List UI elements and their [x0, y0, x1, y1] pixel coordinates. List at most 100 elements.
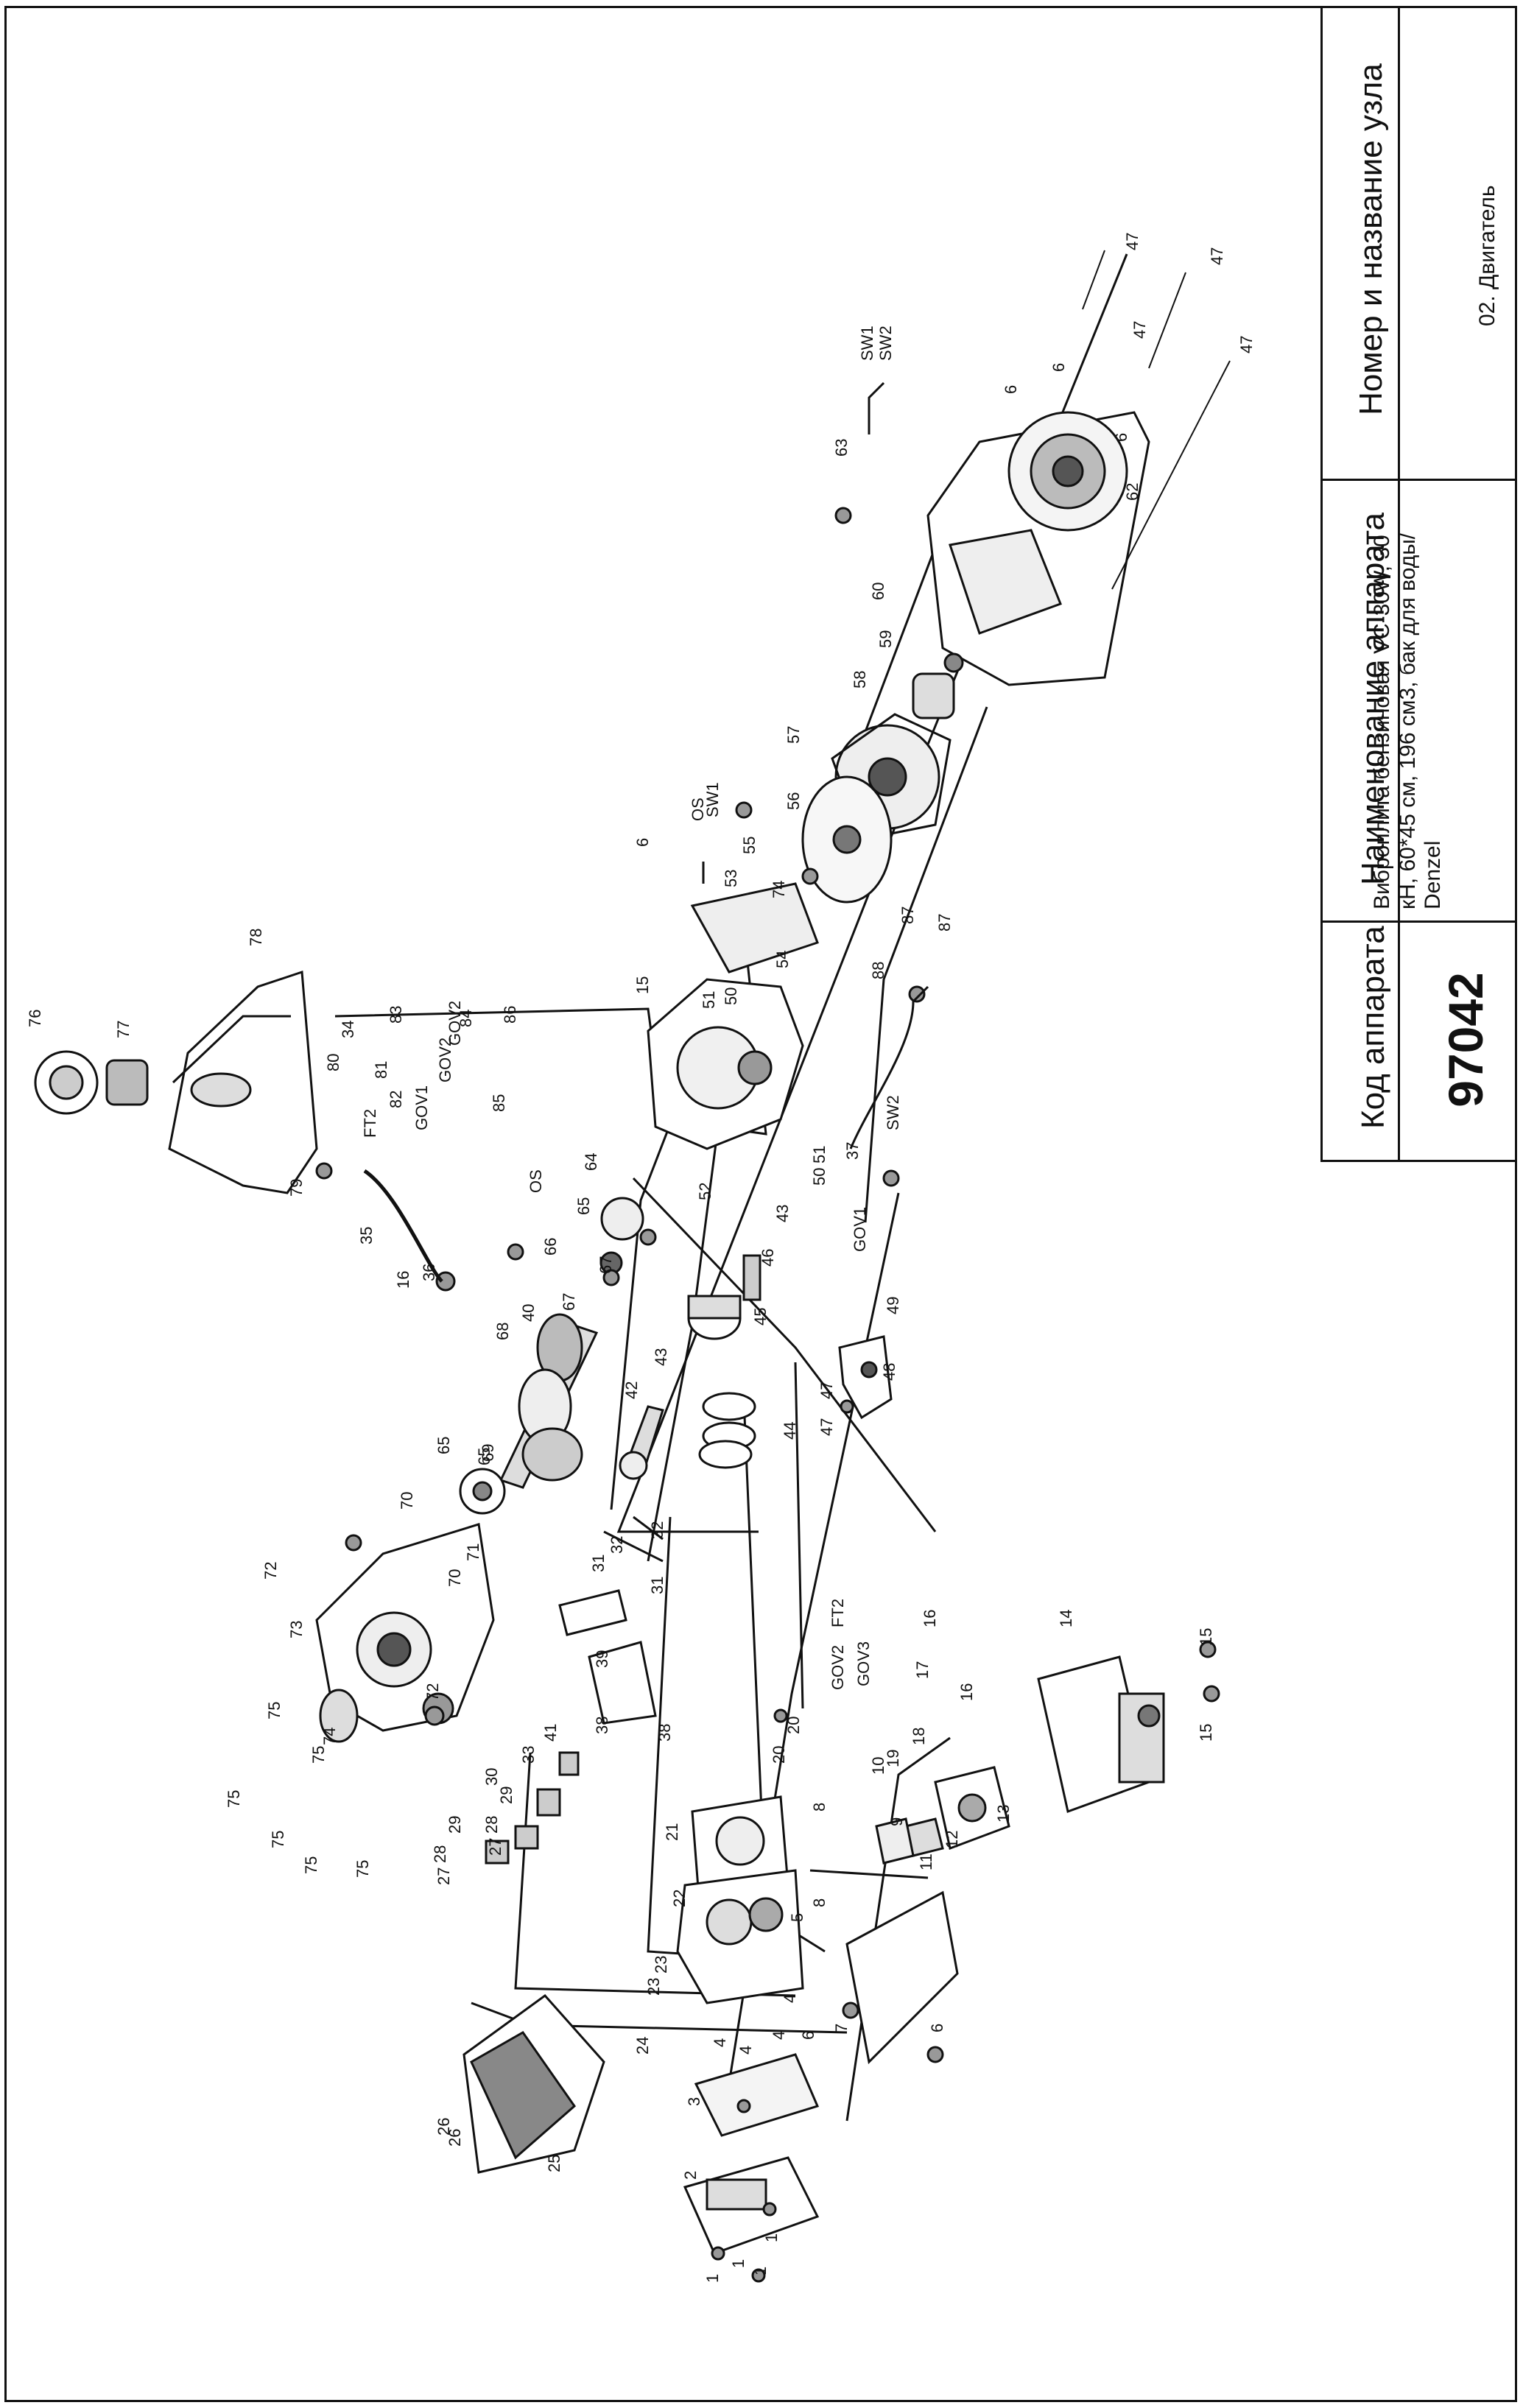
fuel-cap: [34, 1050, 149, 1115]
part-label: 1: [729, 2259, 748, 2268]
part-label: 22: [670, 1890, 689, 1907]
part-label: 74: [770, 881, 788, 898]
part-label: 63: [832, 439, 851, 457]
part-label: 64: [582, 1153, 600, 1171]
part-label: 34: [339, 1021, 357, 1038]
part-label: 27: [435, 1867, 453, 1885]
part-label: 47: [1130, 321, 1149, 339]
part-label: 47: [1237, 336, 1256, 353]
part-label: 4: [711, 2038, 729, 2047]
part-label: 47: [1208, 247, 1226, 265]
part-label: 38: [655, 1724, 674, 1742]
part-label: 16: [394, 1271, 412, 1289]
part-label: 78: [247, 929, 265, 946]
part-label: SW1: [703, 782, 722, 817]
part-label: 58: [851, 671, 869, 689]
part-label: 31: [648, 1577, 666, 1594]
part-label: GOV2: [446, 1001, 464, 1046]
part-label: 65: [574, 1197, 593, 1215]
fuel-tank: [168, 970, 318, 1194]
piston: [687, 1254, 762, 1469]
part-label: 71: [464, 1543, 482, 1561]
part-label: 13: [994, 1805, 1013, 1823]
part-label: 88: [869, 962, 887, 979]
part-label: 57: [784, 726, 803, 744]
muffler: [462, 1993, 605, 2174]
part-label: 4: [781, 1994, 799, 2003]
part-label: 29: [497, 1786, 516, 1804]
valve-cover: [683, 2053, 820, 2255]
part-label: 16: [921, 1610, 939, 1627]
part-label: 70: [398, 1492, 416, 1510]
unit-cell: [1320, 6, 1517, 481]
part-label: 28: [431, 1845, 449, 1863]
part-label: 74: [320, 1728, 339, 1745]
part-label: 28: [482, 1816, 501, 1834]
part-label: FT2: [829, 1599, 847, 1627]
part-label: 44: [781, 1422, 799, 1440]
code-cell: [1320, 920, 1517, 1162]
drawing-frame: [4, 6, 1517, 2402]
part-label: 87: [935, 914, 954, 932]
part-label: 75: [354, 1860, 372, 1878]
part-label: SW2: [884, 1095, 902, 1130]
name-value: Виброплита бензиновая VC-30W, 30 кН, 60*…: [1370, 497, 1480, 909]
part-label: 18: [910, 1728, 928, 1745]
part-label: 65: [435, 1437, 453, 1454]
part-label: 6: [1002, 385, 1020, 394]
part-label: 17: [913, 1661, 932, 1679]
part-label: 53: [722, 870, 740, 887]
code-header: Код аппарата: [1355, 926, 1391, 1129]
code-value: 97042: [1438, 972, 1493, 1108]
part-label: 46: [759, 1249, 777, 1267]
part-label: 15: [1197, 1724, 1215, 1742]
part-label: SW1: [858, 325, 876, 361]
part-label: GOV1: [851, 1207, 869, 1252]
part-label: 47: [817, 1381, 836, 1399]
part-label: 25: [545, 2155, 563, 2172]
part-label: GOV2: [829, 1645, 847, 1690]
part-label: 51: [700, 991, 718, 1009]
part-label: 9: [887, 1817, 906, 1826]
part-label: 67: [597, 1256, 615, 1274]
part-label: 75: [269, 1831, 287, 1848]
part-label: 6: [799, 2031, 817, 2040]
part-label: 2: [681, 2171, 700, 2180]
part-label: 11: [917, 1853, 935, 1870]
part-label: 1: [703, 2274, 722, 2283]
name-line-3: Denzel: [1421, 840, 1445, 909]
wire-harness: [849, 985, 929, 1150]
part-label: 39: [593, 1650, 611, 1668]
part-label: 40: [519, 1304, 538, 1322]
part-label: 87: [898, 906, 917, 924]
part-label: 26: [435, 2118, 453, 2136]
part-label: 32: [608, 1536, 626, 1554]
part-label: 19: [884, 1750, 902, 1767]
part-label: 27: [486, 1838, 504, 1856]
part-label: 55: [740, 837, 759, 854]
part-label: 48: [880, 1363, 898, 1381]
part-label: 24: [633, 2037, 652, 2055]
part-label: 76: [26, 1010, 44, 1027]
part-label: 50: [810, 1168, 829, 1186]
fan-disk: [801, 775, 893, 904]
part-label: 6: [633, 838, 652, 847]
part-label: 1: [751, 2267, 770, 2275]
part-label: 31: [589, 1555, 608, 1572]
part-label: 72: [423, 1683, 442, 1701]
part-label: 43: [773, 1205, 792, 1222]
part-label: 60: [869, 582, 887, 600]
part-label: 50: [722, 988, 740, 1005]
part-label: 20: [784, 1717, 803, 1734]
unit-header: Номер и название узла: [1353, 63, 1389, 415]
part-label: 75: [225, 1790, 243, 1808]
part-label: 30: [482, 1768, 501, 1786]
part-label: 62: [1123, 483, 1142, 501]
part-label: 15: [633, 976, 652, 994]
part-label: 75: [265, 1702, 284, 1719]
part-label: 1: [762, 2233, 781, 2242]
part-label: 32: [648, 1521, 666, 1539]
part-label: 29: [446, 1816, 464, 1834]
part-label: 85: [490, 1094, 508, 1112]
name-line-1: Виброплита бензиновая VC-30W, 30: [1370, 535, 1394, 909]
